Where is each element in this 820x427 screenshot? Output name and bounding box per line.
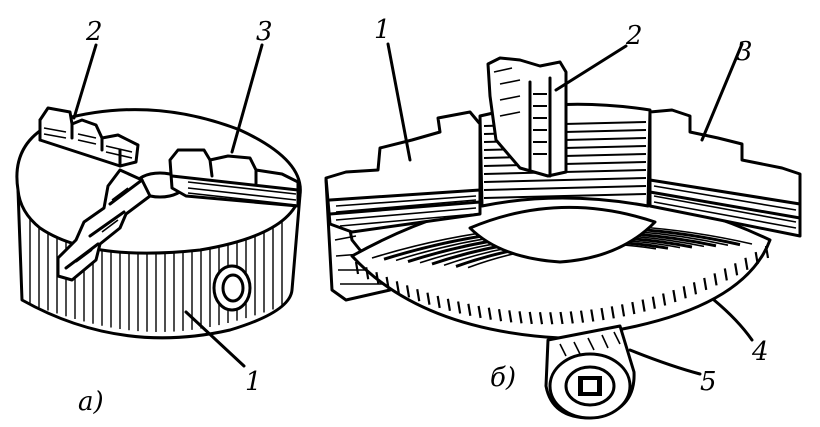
view-a-assembled-chuck: 2 3 1 а): [15, 17, 302, 417]
key-socket-inner: [221, 273, 245, 303]
leader-a-2: [72, 43, 98, 120]
jaw-a-2: [38, 106, 140, 168]
leader-b-1: [386, 42, 412, 162]
label-a-1: 1: [245, 367, 262, 397]
leader-b-5: [628, 348, 702, 376]
jaw-b-2: [486, 56, 568, 178]
leader-b-2: [554, 44, 628, 92]
pinion-5: [544, 324, 636, 420]
jaw-a-3: [168, 148, 300, 208]
label-b-5: 5: [700, 367, 717, 397]
label-b-3: 3: [736, 37, 753, 67]
caption-a: а): [78, 387, 104, 417]
caption-b: б): [490, 363, 516, 393]
label-a-2: 2: [85, 17, 103, 47]
central-bore: [468, 205, 657, 264]
jaw-a-1: [56, 168, 152, 282]
label-b-4: 4: [751, 337, 769, 367]
jaw-b-1: [324, 110, 482, 234]
leader-a-3: [230, 43, 264, 154]
label-a-3: 3: [256, 17, 273, 47]
jaw-b-3: [648, 108, 802, 238]
leader-a-1: [184, 310, 246, 368]
label-b-1: 1: [374, 15, 391, 45]
label-b-2: 2: [625, 21, 643, 51]
leader-b-3: [700, 42, 744, 142]
jaw-b-2-teeth: [533, 93, 547, 155]
key-socket: [212, 264, 252, 312]
bevel-gear-rim: [354, 245, 770, 325]
leader-b-4: [712, 298, 754, 342]
view-b-sectional-chuck: 1 2 3 4 5 б): [324, 15, 802, 420]
